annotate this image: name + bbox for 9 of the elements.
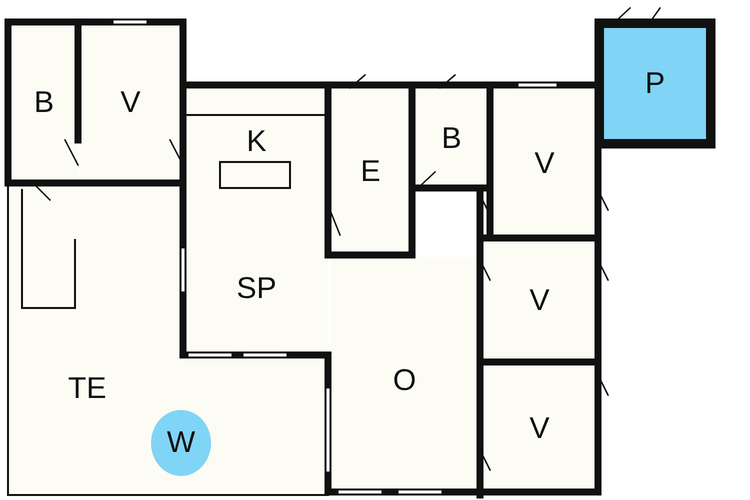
room: V: [483, 241, 596, 360]
room: E: [331, 91, 410, 253]
whirlpool: W: [151, 410, 211, 476]
room: SP: [185, 185, 328, 353]
room: V: [80, 25, 181, 181]
room: TE W: [10, 356, 326, 493]
room: B: [10, 25, 78, 181]
room: B: [415, 91, 488, 186]
room: V: [493, 91, 596, 236]
